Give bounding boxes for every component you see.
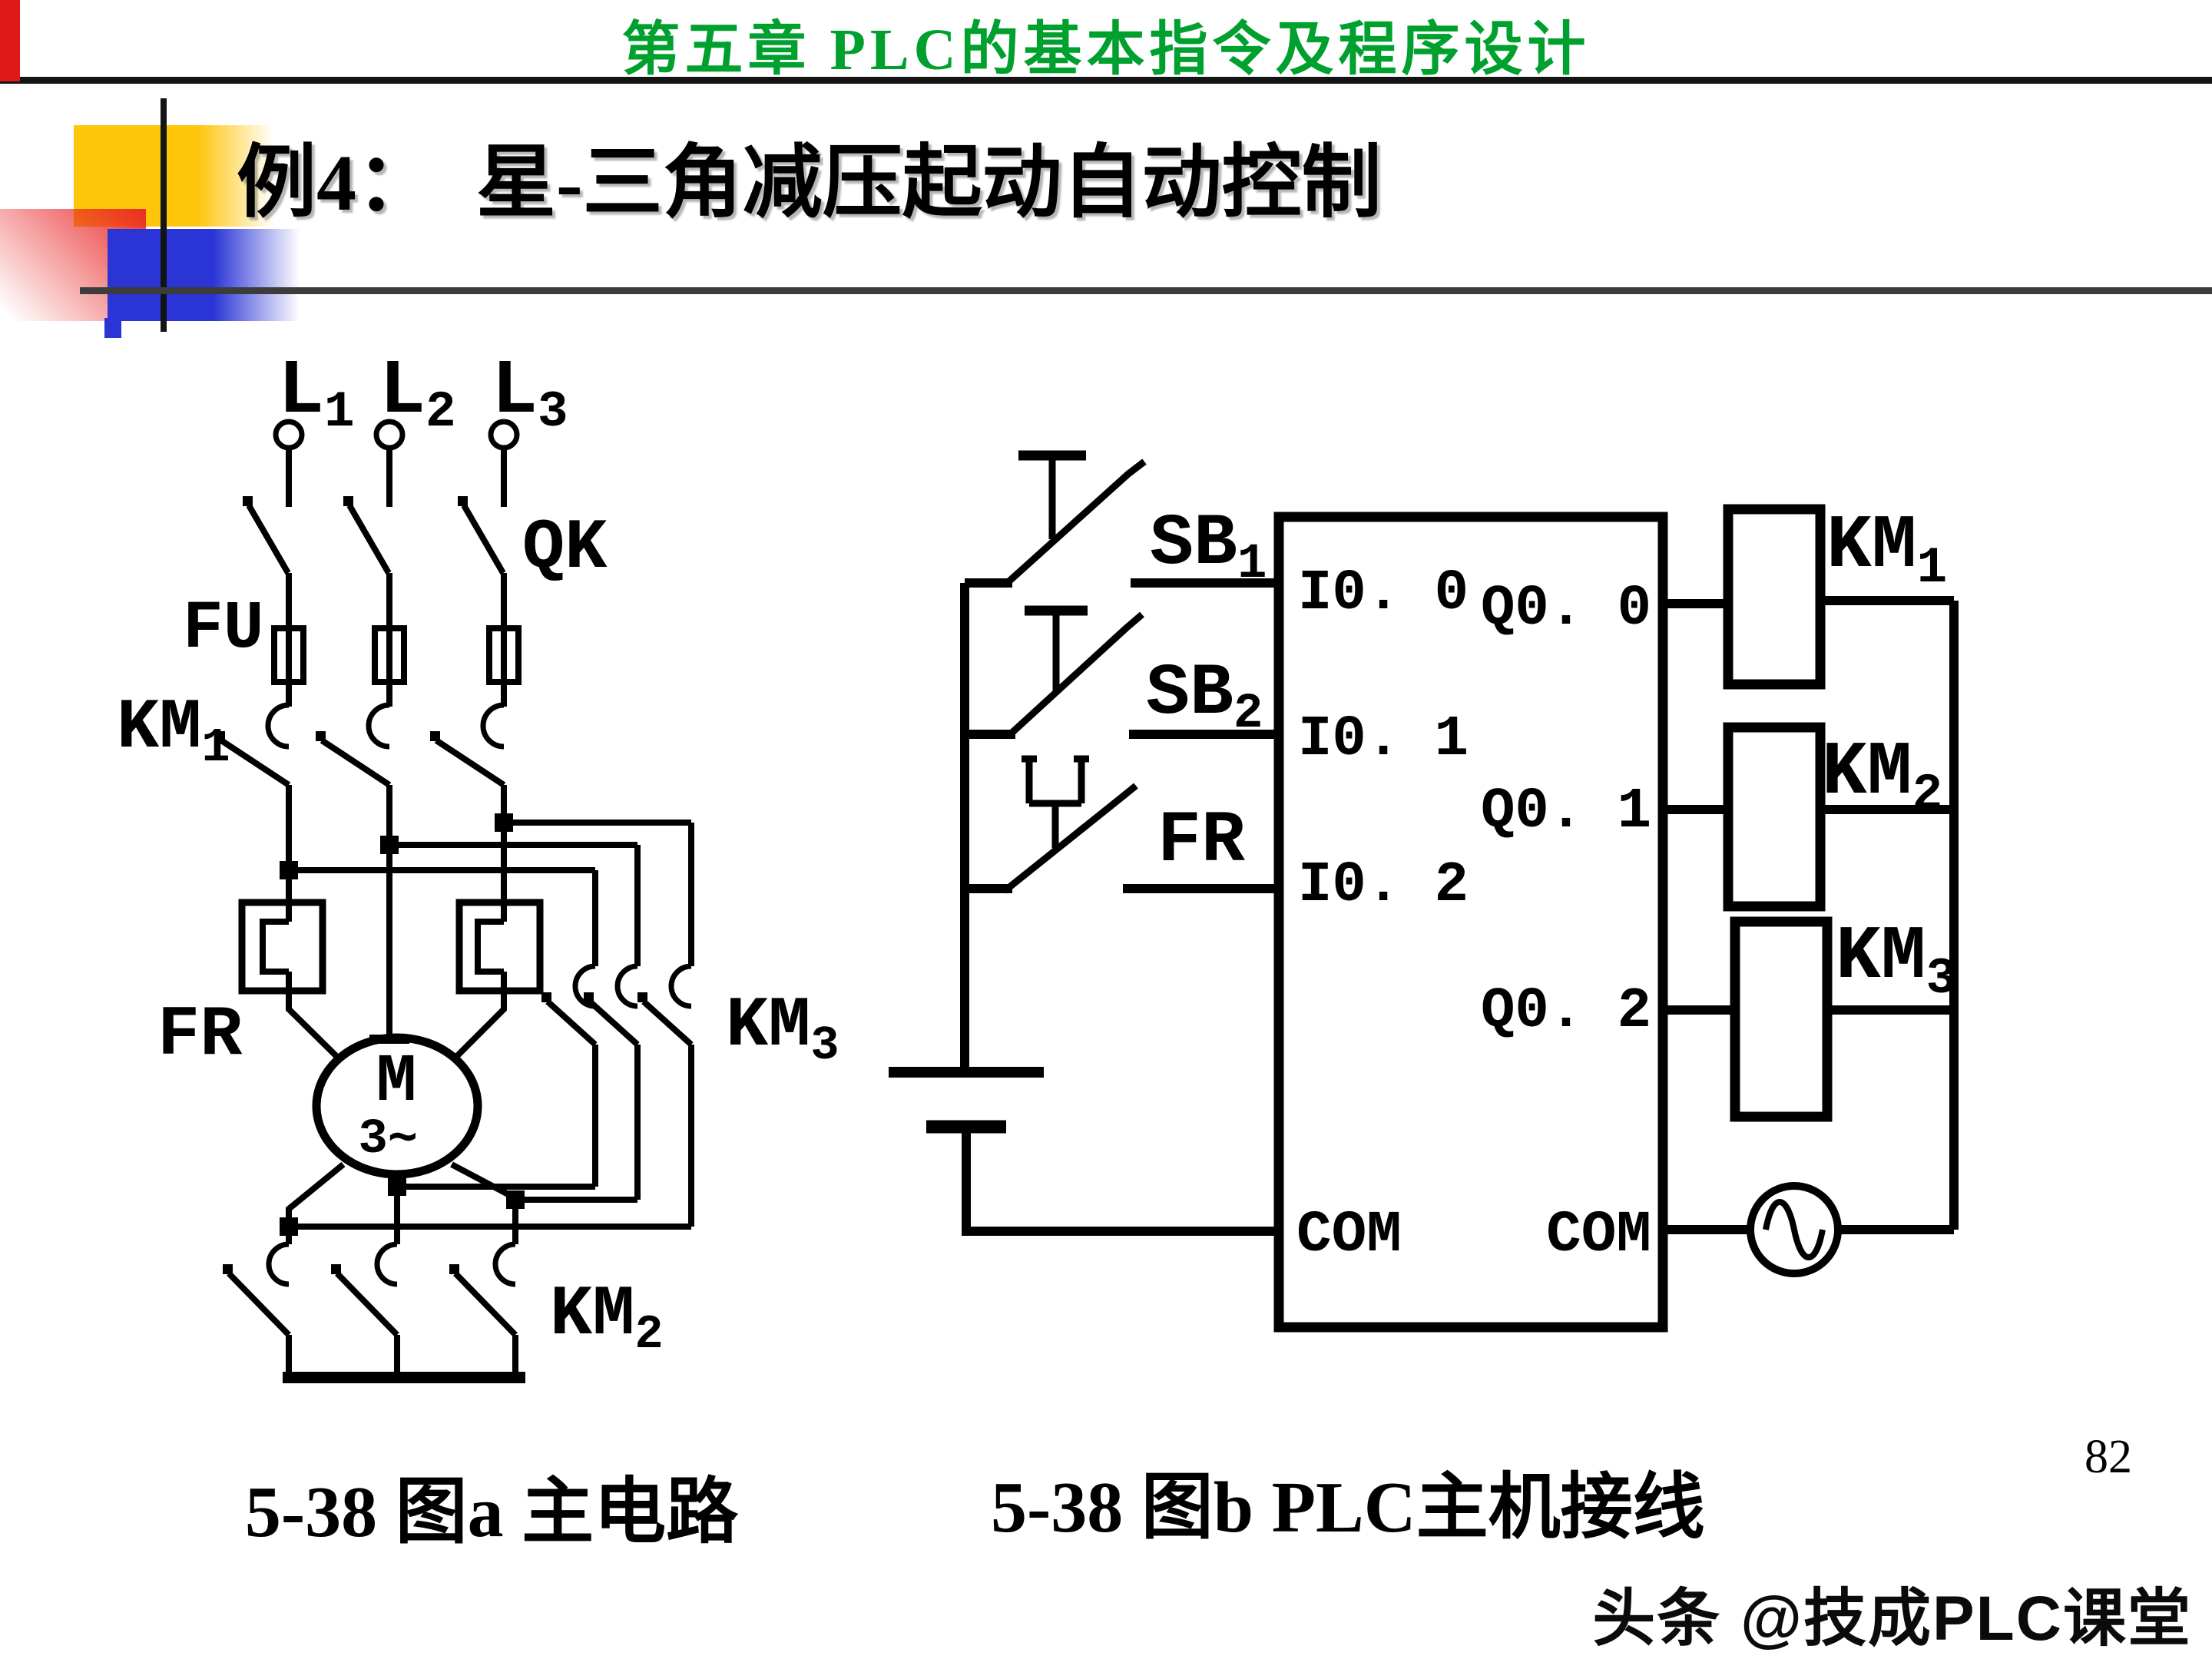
sb2-pushbutton <box>965 605 1279 740</box>
plc-box <box>1273 512 1668 1333</box>
caption-figure-a: 5-38 图a 主电路 <box>244 1472 739 1552</box>
star-point-bus <box>283 1372 525 1383</box>
fr-heater-elements <box>238 899 544 1062</box>
terminal-COM-left: COM <box>1296 1202 1402 1268</box>
km3-contacts <box>541 963 694 1047</box>
label-SB2: SB2 <box>1146 652 1263 742</box>
label-coil-KM2: KM2 <box>1822 730 1942 823</box>
label-KM2: KM2 <box>550 1274 664 1362</box>
km1-coil <box>1723 504 1826 690</box>
label-motor-M: M <box>376 1045 417 1121</box>
label-L2: L2 <box>379 349 456 441</box>
motor-bottom-wiring <box>286 1045 694 1244</box>
label-SB1: SB1 <box>1150 502 1267 592</box>
terminal-I00: I0. 0 <box>1298 561 1469 626</box>
dc-supply <box>889 583 1279 1236</box>
km3-blade-dots <box>541 992 647 1002</box>
km3-coil <box>1730 916 1833 1122</box>
km1-main-contacts <box>215 702 506 788</box>
label-FR: FR <box>157 995 243 1075</box>
label-L3: L3 <box>492 349 568 441</box>
plc-wiring-diagram: SB1 SB2 FR I0. 0 I0. 1 I0. 2 COM Q0. 0 Q… <box>889 450 1959 1333</box>
decoration-vertical-line <box>161 98 167 332</box>
decoration-blue-tail <box>104 318 121 338</box>
terminal-I02: I0. 2 <box>1298 853 1469 918</box>
sb1-pushbutton <box>965 450 1279 588</box>
chapter-header: 第五章 PLC的基本指令及程序设计 <box>621 18 1591 82</box>
label-FU: FU <box>183 591 264 667</box>
label-coil-KM3: KM3 <box>1836 915 1956 1008</box>
fr-thermal-contact <box>965 755 1279 894</box>
terminal-I01: I0. 1 <box>1298 707 1469 772</box>
terminal-Q02: Q0. 2 <box>1481 979 1651 1044</box>
main-circuit-diagram: L1 L2 L3 QK FU KM1 FR KM3 KM2 M 3∼ <box>117 349 839 1383</box>
slide-title: 例4： 星-三角减压起动自动控制 <box>237 139 1382 227</box>
caption-figure-b: 5-38 图b PLC主机接线 <box>991 1468 1705 1548</box>
fu-fuses <box>271 573 522 707</box>
km2-contacts <box>223 1241 525 1383</box>
decoration-blue-square <box>108 229 300 321</box>
label-L1: L1 <box>278 349 355 441</box>
output-wiring <box>1663 504 1959 1277</box>
corner-red-bar <box>0 0 20 81</box>
junction-dots <box>280 813 525 1236</box>
label-KM1: KM1 <box>117 687 230 775</box>
watermark: 头条 @技成PLC课堂 <box>1592 1584 2192 1654</box>
label-coil-KM1: KM1 <box>1826 504 1947 597</box>
km2-blade-dots <box>223 1264 459 1274</box>
branch-wiring <box>286 785 694 1038</box>
ac-source <box>1747 1182 1842 1277</box>
terminal-Q01: Q0. 1 <box>1481 780 1651 844</box>
header-underline <box>0 77 2212 84</box>
label-motor-3ph: 3∼ <box>359 1112 418 1167</box>
label-FR-input: FR <box>1157 800 1245 882</box>
qk-blade-dots <box>243 496 468 506</box>
km2-coil <box>1723 722 1826 912</box>
label-KM3: KM3 <box>726 985 839 1073</box>
label-QK: QK <box>522 508 608 588</box>
terminal-COM-right: COM <box>1546 1202 1651 1268</box>
terminal-Q00: Q0. 0 <box>1481 577 1651 641</box>
qk-knife-switch <box>243 448 507 575</box>
decoration-horizontal-line <box>80 287 2212 294</box>
km1-blade-dots <box>215 731 440 741</box>
page-number: 82 <box>2085 1431 2132 1483</box>
